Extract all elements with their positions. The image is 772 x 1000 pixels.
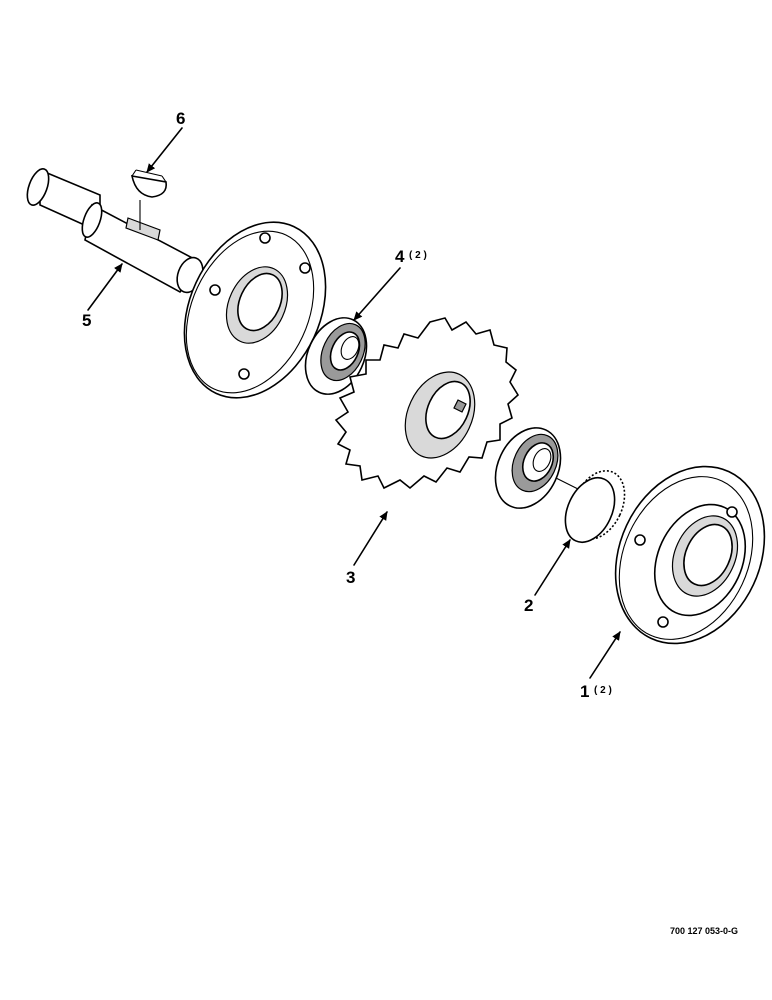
callout-4-qty: ( 2 ) [409,250,427,261]
callout-2-number: 2 [524,596,533,615]
callout-4-number: 4 [395,247,405,266]
callout-1-qty: ( 2 ) [594,685,612,696]
collar-part-2 [564,470,626,543]
callout-3-number: 3 [346,568,355,587]
callout-2: 2 [524,596,533,615]
callout-6: 6 [176,109,185,128]
callout-6-number: 6 [176,109,185,128]
callout-1-number: 1 [580,682,589,701]
callout-5: 5 [82,311,91,330]
drawing-code: 700 127 053-0-G [670,926,738,936]
callout-5-number: 5 [82,311,91,330]
flange-part-1 [614,465,766,645]
callout-4: 4 ( 2 ) [395,247,427,266]
bearing-part-4-second [494,427,562,509]
callout-1: 1 ( 2 ) [580,682,612,701]
leader-arrows [87,127,621,679]
bearing-part-4 [304,317,368,395]
sprocket-part-3 [334,317,520,490]
callout-3: 3 [346,568,355,587]
shaft-part-5 [26,168,204,294]
flange-left [183,221,327,399]
key-part-6 [130,169,168,198]
